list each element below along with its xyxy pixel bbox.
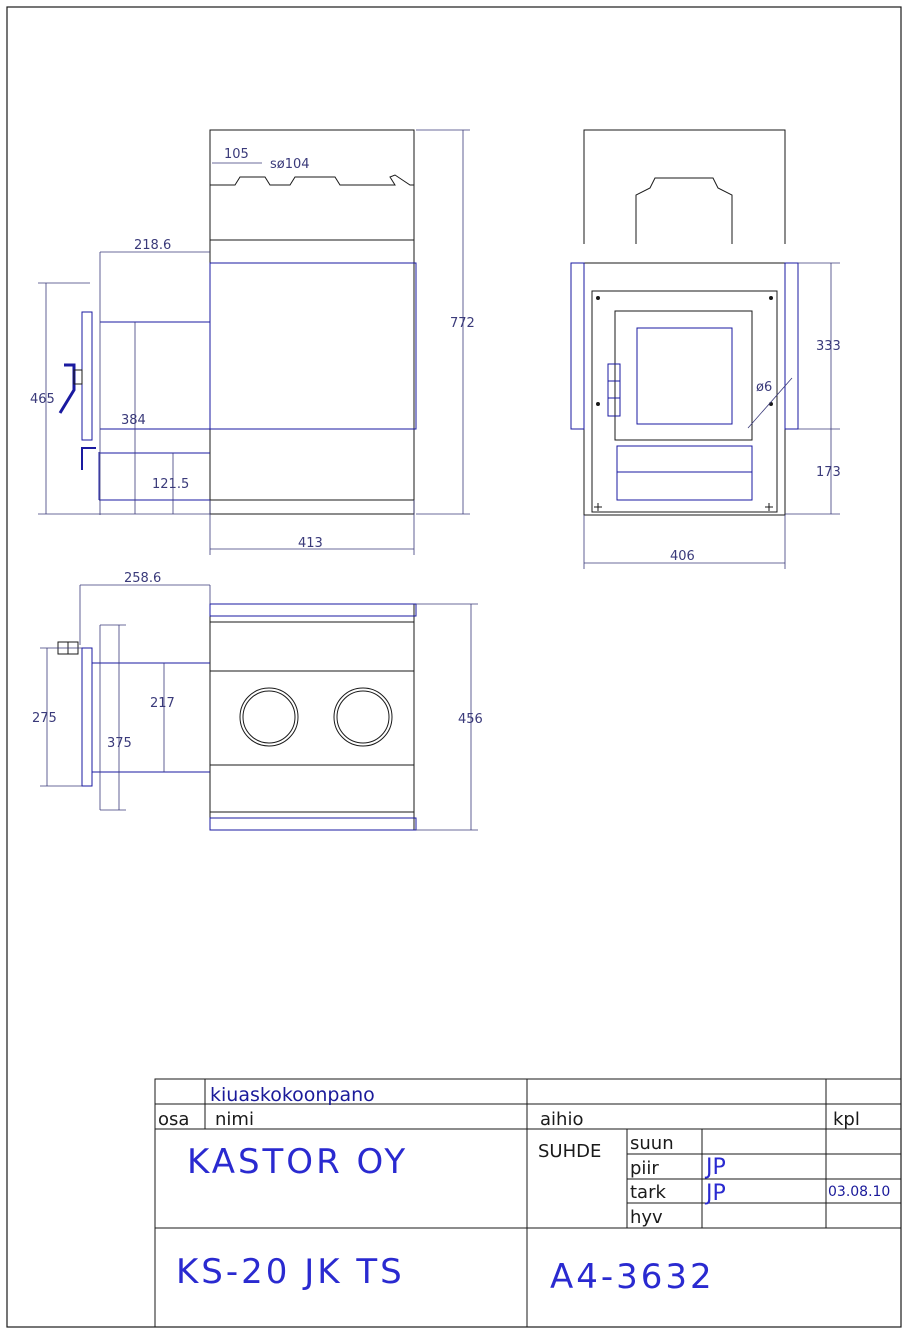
title-header-kpl: kpl bbox=[833, 1109, 860, 1130]
title-tark: tark bbox=[630, 1182, 666, 1203]
front-view-right-bracket bbox=[784, 262, 799, 430]
dim-384: 384 bbox=[121, 413, 146, 428]
title-header-osa: osa bbox=[158, 1109, 189, 1130]
front-view-top-opening bbox=[635, 177, 733, 244]
front-view-door-handle bbox=[607, 363, 621, 417]
title-piir: piir bbox=[630, 1158, 659, 1179]
title-company: KASTOR OY bbox=[187, 1142, 408, 1182]
front-view bbox=[570, 129, 840, 569]
side-view-body bbox=[209, 129, 415, 515]
title-hyv: hyv bbox=[630, 1207, 663, 1228]
dim-406: 406 bbox=[670, 549, 695, 564]
side-view bbox=[38, 129, 470, 555]
title-suun: suun bbox=[630, 1133, 674, 1154]
dim-456: 456 bbox=[458, 712, 483, 727]
title-piir-value: JP bbox=[704, 1155, 726, 1180]
side-view-hook bbox=[58, 363, 76, 414]
dim-772: 772 bbox=[450, 316, 475, 331]
title-part-name: kiuaskokoonpano bbox=[210, 1084, 375, 1106]
title-header-nimi: nimi bbox=[215, 1109, 254, 1130]
dim-121-5: 121.5 bbox=[152, 477, 189, 492]
side-view-blue-panel bbox=[209, 262, 417, 430]
top-view-body bbox=[209, 603, 415, 831]
title-tark-value: JP bbox=[704, 1181, 726, 1206]
dim-173: 173 bbox=[816, 465, 841, 480]
top-view-stone-hole-2 bbox=[333, 687, 393, 747]
title-block bbox=[154, 1078, 902, 1328]
dim-sphi104: sø104 bbox=[270, 157, 310, 172]
front-view-glass bbox=[636, 327, 733, 425]
top-view-stone-hole-1 bbox=[239, 687, 299, 747]
dim-258-6: 258.6 bbox=[124, 571, 161, 586]
side-view-top-profile bbox=[210, 174, 414, 186]
dim-218-6: 218.6 bbox=[134, 238, 171, 253]
title-date: 03.08.10 bbox=[828, 1184, 890, 1200]
dim-phi6: ø6 bbox=[756, 380, 772, 395]
side-view-handle bbox=[81, 447, 96, 470]
dim-333: 333 bbox=[816, 339, 841, 354]
front-view-door bbox=[614, 310, 753, 441]
top-view-mount-plate bbox=[81, 647, 93, 787]
side-view-mount-plate bbox=[81, 311, 93, 441]
dim-465: 465 bbox=[30, 392, 55, 407]
dim-105: 105 bbox=[224, 147, 249, 162]
dim-217: 217 bbox=[150, 696, 175, 711]
title-suhde: SUHDE bbox=[538, 1141, 601, 1162]
dim-275: 275 bbox=[32, 711, 57, 726]
dim-375: 375 bbox=[107, 736, 132, 751]
title-drawing-number: A4-3632 bbox=[550, 1257, 715, 1297]
front-view-left-bracket bbox=[570, 262, 585, 430]
front-view-body bbox=[583, 262, 786, 516]
title-header-aihio: aihio bbox=[540, 1109, 583, 1130]
top-view bbox=[40, 584, 478, 831]
title-product: KS-20 JK TS bbox=[176, 1252, 405, 1292]
dim-413: 413 bbox=[298, 536, 323, 551]
